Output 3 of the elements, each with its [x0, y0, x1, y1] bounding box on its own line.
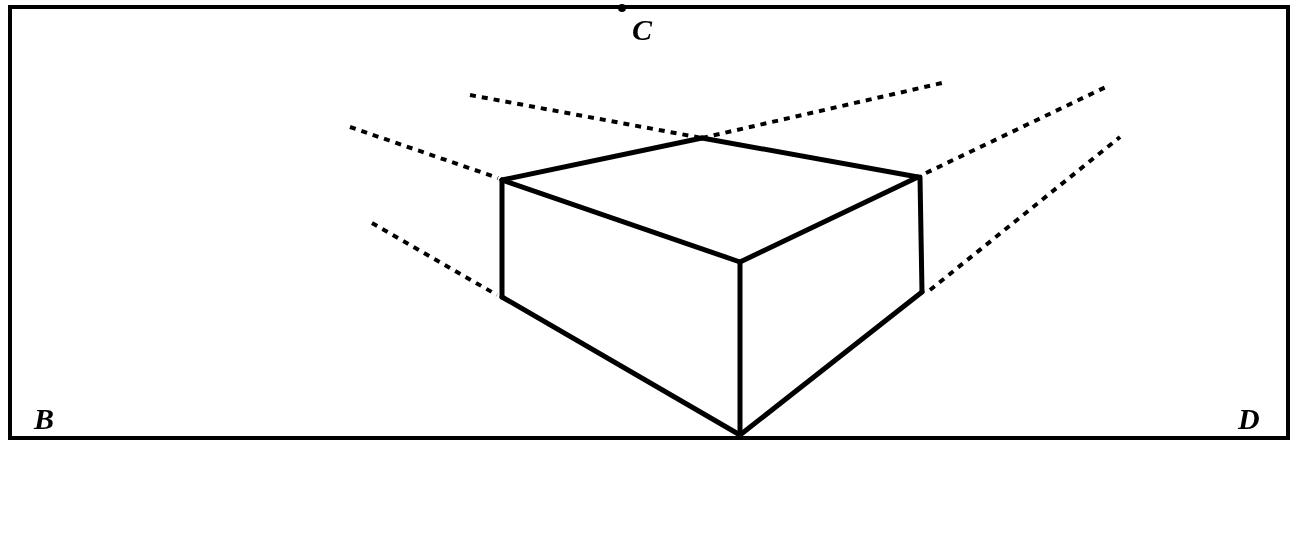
point-label: C [632, 15, 652, 45]
point-label: B [34, 404, 54, 434]
point-label: D [1238, 404, 1260, 434]
